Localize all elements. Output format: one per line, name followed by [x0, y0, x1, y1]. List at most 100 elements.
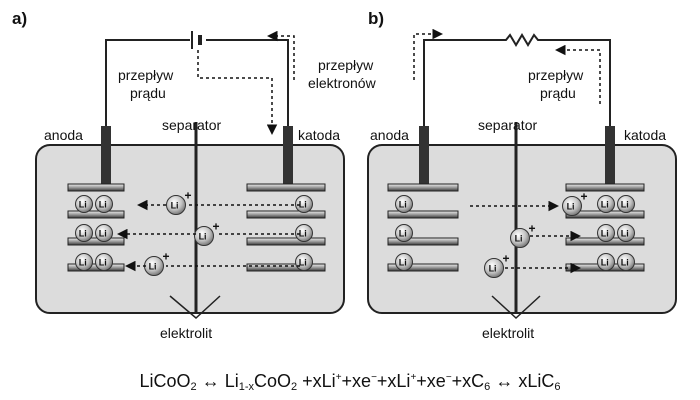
li-ion: Li: [395, 195, 413, 213]
ion-sphere: [510, 228, 530, 248]
ion-sphere: [597, 224, 615, 242]
ion-label: Li: [399, 229, 407, 239]
eq-xli: +xLi: [376, 371, 411, 391]
eq-xe: +xe: [341, 371, 372, 391]
ion-label: Li: [399, 258, 407, 268]
eq-sub: 2: [190, 381, 197, 393]
ion-label: Li: [99, 229, 107, 239]
li-ion: Li: [617, 195, 635, 213]
anode-label: anoda: [370, 127, 409, 143]
ion-sphere: [562, 196, 582, 216]
cathode-plates: [246, 183, 326, 272]
current-flow-label-line1: przepływ: [118, 67, 174, 83]
eq-arrow: ↔: [495, 371, 514, 391]
electrolyte-pointer: [169, 295, 221, 319]
ion-migration-arrows: [117, 199, 300, 272]
ion-sphere: [166, 195, 186, 215]
ion-charge: +: [185, 188, 192, 202]
ion-label: Li: [601, 229, 609, 239]
separator-label: separator: [162, 117, 222, 133]
ion-sphere: [395, 195, 413, 213]
eq-sub: 1-x: [238, 381, 254, 393]
eq-xe: +xe: [416, 371, 446, 391]
anode-plates: [387, 183, 459, 272]
cathode-rod: [605, 126, 615, 186]
ion-sphere: [395, 253, 413, 271]
li-ion: Li: [617, 224, 635, 242]
li-ion: Li: [75, 195, 93, 213]
anode-rod: [101, 126, 111, 186]
eq-sup: −: [445, 372, 452, 383]
ion-migration-arrows: [470, 200, 581, 274]
cathode-label: katoda: [624, 127, 667, 143]
cathode-rod: [283, 126, 293, 186]
li-ion: Li+: [144, 249, 170, 276]
li-ion: Li: [75, 253, 93, 271]
ion-sphere: [295, 224, 313, 242]
ion-label: Li: [515, 234, 523, 244]
electron-flow-label-line2: elektronów: [308, 75, 376, 91]
current-flow-label-line1: przepływ: [528, 67, 584, 83]
ion-charge: +: [581, 189, 588, 203]
ion-label: Li: [399, 200, 407, 210]
ion-label: Li: [601, 200, 609, 210]
ion-label: Li: [621, 200, 629, 210]
li-ion: Li: [597, 224, 615, 242]
ion-charge: +: [213, 219, 220, 233]
electrolyte-label: elektrolit: [160, 325, 213, 341]
ion-label: Li: [567, 202, 575, 212]
ion-sphere: [75, 195, 93, 213]
ion-sphere: [75, 224, 93, 242]
ion-charge: +: [503, 251, 510, 265]
ion-label: Li: [299, 200, 307, 210]
eq-sup: +: [410, 372, 417, 383]
ion-label: Li: [621, 258, 629, 268]
li-ion: Li: [395, 224, 413, 242]
ion-label: Li: [489, 264, 497, 274]
panel-a-letter: a): [12, 9, 28, 28]
li-ion: Li +: [510, 221, 536, 248]
li-ion: Li+: [166, 188, 192, 215]
ion-label: Li: [199, 232, 207, 242]
external-wire: [105, 39, 289, 148]
li-ion: Li: [295, 224, 313, 242]
eq-xli: +xLi: [302, 371, 336, 391]
separator-label: separator: [478, 117, 538, 133]
current-flow-label-line2: prądu: [130, 85, 166, 101]
ion-sphere: [95, 195, 113, 213]
eq-sub: 6: [484, 381, 491, 393]
ion-label: Li: [99, 258, 107, 268]
eq-arrow: ↔: [201, 371, 220, 391]
li-ion: Li: [295, 195, 313, 213]
ion-sphere: [617, 253, 635, 271]
ion-sphere: [617, 224, 635, 242]
current-flow-arrow: [197, 50, 278, 135]
anode-rod: [419, 126, 429, 186]
reaction-equation: LiCoO2 ↔ Li1-xCoO2 +xLi++xe−+xLi++xe−+xC…: [0, 372, 700, 393]
external-wire-resistor: [423, 33, 611, 148]
ion-sphere: [597, 195, 615, 213]
ion-sphere: [597, 253, 615, 271]
li-ion: Li: [395, 253, 413, 271]
eq-sub: 2: [291, 381, 298, 393]
li-ion: Li: [295, 253, 313, 271]
li-ion: Li +: [194, 219, 220, 246]
current-flow-arrow: [555, 44, 601, 104]
ion-charge: +: [163, 249, 170, 263]
moving-ions: Li+Li+Li+: [144, 188, 220, 276]
ion-sphere: [395, 224, 413, 242]
ion-charge: +: [529, 221, 536, 235]
li-ion: Li +: [562, 189, 588, 216]
ion-sphere: [617, 195, 635, 213]
ion-label: Li: [299, 229, 307, 239]
electron-flow-label-line1: przepływ: [318, 57, 374, 73]
current-flow-label-line2: prądu: [540, 85, 576, 101]
ion-sphere: [295, 195, 313, 213]
li-ion: Li: [597, 195, 615, 213]
ion-label: Li: [79, 200, 87, 210]
